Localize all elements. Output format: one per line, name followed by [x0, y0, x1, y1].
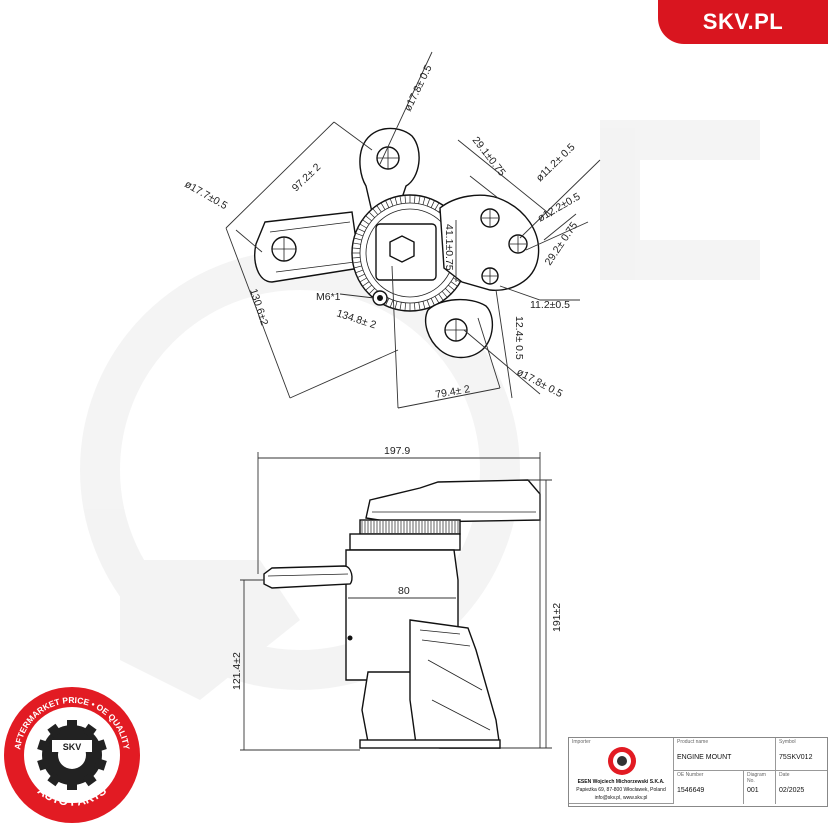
dim-hole-left: ø17.7±0.5 — [183, 178, 230, 212]
symbol-value: 75SKV012 — [779, 754, 813, 761]
top-view — [225, 51, 601, 409]
symbol-label: Symbol — [779, 739, 796, 745]
dim-hole-top: ø17.8± 0.5 — [402, 63, 435, 113]
hex-socket — [389, 235, 415, 263]
side-base — [359, 739, 501, 749]
dim-41-1: 41.1±0.75 — [443, 224, 455, 271]
date-cell: Date 02/2025 — [776, 771, 827, 804]
dim-134-8: 134.8± 2 — [335, 307, 378, 331]
dim-width: 197.9 — [384, 445, 410, 457]
date-value: 02/2025 — [779, 787, 805, 794]
right-arm — [439, 194, 540, 291]
importer-label: Importer — [572, 739, 591, 745]
diagram-no-label: Diagram No. — [747, 772, 766, 784]
importer-logo-icon — [608, 747, 636, 775]
dim-hole-bottom: ø17.8± 0.5 — [515, 366, 565, 400]
dim-29-2: 29.2± 0.75 — [543, 220, 581, 268]
dim-130-6: 130.6±2 — [247, 287, 270, 327]
product-name-label: Product name — [677, 739, 709, 745]
dim-11-2: 11.2±0.5 — [530, 299, 570, 311]
diagram-no: 001 — [747, 787, 759, 794]
importer-contact: info@skv.pl, www.skv.pl — [594, 795, 648, 801]
oe-number-label: OE Number — [677, 772, 704, 778]
dim-span-top: 97.2± 2 — [290, 161, 324, 194]
side-view-dimension-lines — [240, 452, 552, 751]
oe-number: 1546649 — [677, 787, 705, 794]
oe-number-cell: OE Number 1546649 — [674, 771, 744, 804]
top-arm — [359, 127, 420, 213]
importer-cell: Importer ESEN Wojciech Michorzewski S.K.… — [569, 738, 674, 804]
dim-height-lower: 121.4±2 — [231, 652, 243, 690]
side-collar — [349, 533, 461, 551]
skv-logo: AFTERMARKET PRICE • OE QUALITY AUTO PART… — [4, 687, 140, 823]
date-label: Date — [779, 772, 790, 778]
brand-banner[interactable]: SKV.PL — [658, 0, 828, 44]
symbol-cell: Symbol 75SKV012 — [776, 738, 827, 771]
importer-name: ESEN Wojciech Michorzewski S.K.A. — [577, 779, 665, 785]
logo-center-text: SKV — [63, 742, 82, 752]
dim-inner: 80 — [398, 585, 410, 597]
dim-hole-12-2: ø12.2±0.5 — [536, 191, 583, 225]
top-view-dimension-lines — [225, 51, 601, 409]
side-left-tab — [263, 565, 353, 589]
product-name: ENGINE MOUNT — [677, 754, 732, 761]
dim-12-4: 12.4± 0.5 — [513, 316, 525, 360]
dim-29-1: 29.1±0.75 — [470, 134, 508, 178]
side-right-post — [409, 619, 501, 749]
dim-height-total: 191±2 — [551, 603, 563, 632]
dim-hole-11-2: ø11.2± 0.5 — [534, 141, 578, 184]
side-view-labels: 197.9 80 191±2 121.4±2 — [231, 445, 563, 690]
side-top-bracket — [365, 479, 541, 523]
brand-text: SKV.PL — [702, 9, 784, 34]
dim-thread: M6*1 — [316, 291, 341, 303]
importer-address: Papieżka 69, 87-800 Włocławek, Poland — [576, 787, 666, 793]
side-view — [240, 452, 552, 751]
diagram-no-cell: Diagram No. 001 — [744, 771, 776, 804]
title-block: Importer ESEN Wojciech Michorzewski S.K.… — [568, 737, 828, 807]
product-name-cell: Product name ENGINE MOUNT — [674, 738, 776, 771]
